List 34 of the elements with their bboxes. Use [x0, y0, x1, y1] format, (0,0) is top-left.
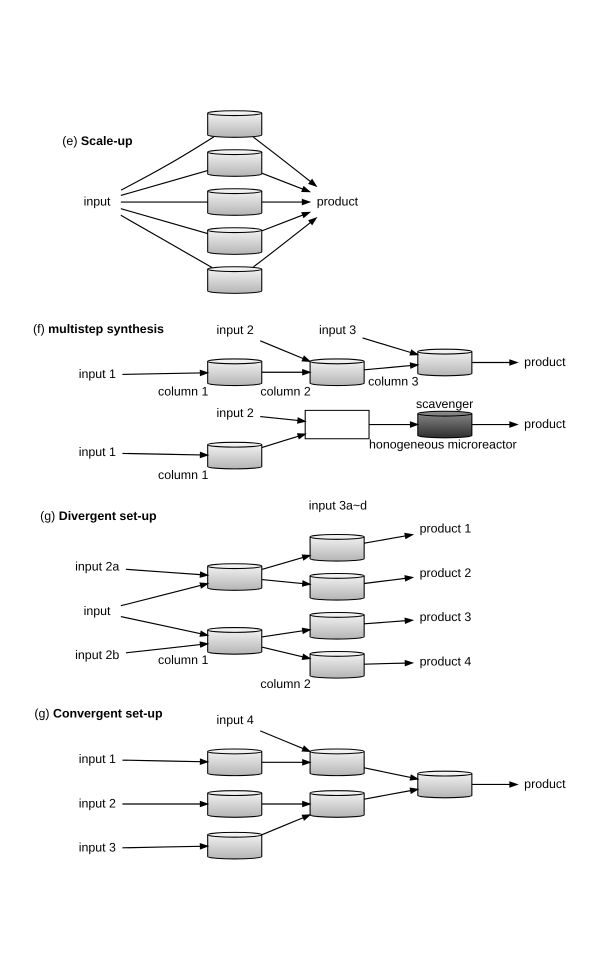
node-label: column 1 — [158, 653, 208, 668]
node-text: input 4 — [216, 712, 254, 727]
node-text: product — [316, 194, 358, 208]
node-text: input 1 — [78, 445, 116, 460]
node-text: input 2 — [78, 796, 116, 810]
label: (g) Convergent set-up — [34, 706, 163, 721]
label: input 3a~d — [308, 498, 368, 512]
label: (e) Scale-up — [62, 134, 133, 148]
node-label: column 3 — [368, 374, 418, 389]
node-text: product 3 — [420, 610, 472, 624]
node-text: input — [84, 194, 110, 208]
node-text: product 2 — [420, 566, 472, 580]
node-text: input 1 — [78, 752, 116, 766]
node-label: scavenger — [416, 396, 474, 411]
node-text: input 2b — [75, 648, 120, 662]
node-text: product 4 — [420, 654, 472, 668]
node-label: column 2 — [260, 677, 311, 692]
node-text: input 2 — [216, 322, 254, 337]
node-label: column 1 — [158, 384, 208, 398]
node-text: input 1 — [78, 367, 116, 382]
node-text: product — [524, 354, 566, 369]
node-label: column 1 — [158, 468, 208, 482]
node-text: input 2a — [75, 560, 120, 574]
label: (g) Divergent set-up — [40, 509, 157, 524]
node-label: column 2 — [260, 384, 311, 398]
node-text: input 3 — [78, 840, 116, 855]
node-label: honogeneous microreactor — [369, 438, 517, 452]
node-text: product — [524, 416, 566, 431]
node-text: input — [84, 604, 110, 618]
node-text: input 2 — [216, 406, 254, 420]
node-text: product — [524, 776, 566, 791]
label: (f) multistep synthesis — [33, 322, 164, 336]
node-text: input 3 — [318, 322, 356, 337]
node-text: product 1 — [420, 521, 472, 536]
